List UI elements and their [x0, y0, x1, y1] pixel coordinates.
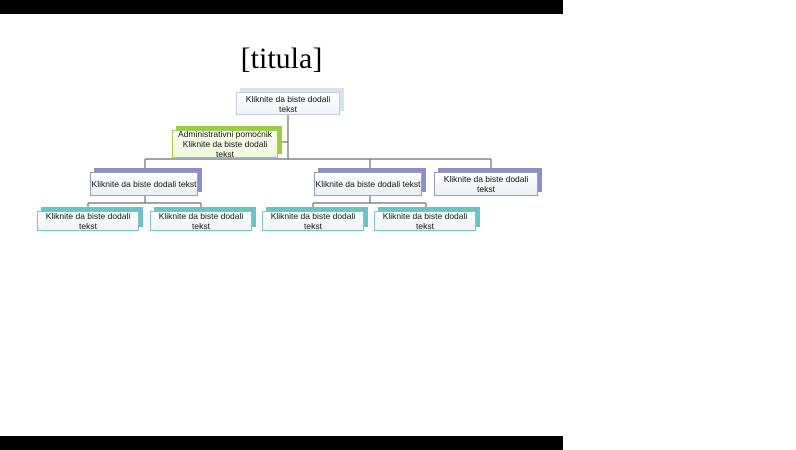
org-node-staff-4[interactable]: Kliknite da biste dodali tekst [374, 207, 480, 231]
bottom-letterbox-bar [0, 436, 563, 450]
org-node-label: Kliknite da biste dodali tekst [443, 174, 529, 194]
org-node-staff-2[interactable]: Kliknite da biste dodali tekst [150, 207, 256, 231]
org-node-label: Kliknite da biste dodali tekst [245, 93, 331, 114]
org-node-label: Kliknite da biste dodali tekst [45, 211, 131, 231]
org-node-staff-1[interactable]: Kliknite da biste dodali tekst [37, 207, 143, 231]
org-node-label: Kliknite da biste dodali tekst [158, 211, 244, 231]
org-node-label: Kliknite da biste dodali tekst [382, 211, 468, 231]
org-node-staff-3[interactable]: Kliknite da biste dodali tekst [262, 207, 368, 231]
org-node-label: Kliknite da biste dodali tekst [315, 179, 421, 189]
org-node-manager-1[interactable]: Kliknite da biste dodali tekst [90, 168, 202, 196]
top-letterbox-bar [0, 0, 563, 14]
org-node-manager-2[interactable]: Kliknite da biste dodali tekst [314, 168, 426, 196]
org-node-root[interactable]: Kliknite da biste dodali tekst [236, 88, 344, 115]
slide-title[interactable]: [titula] [240, 42, 323, 75]
org-node-manager-3[interactable]: Kliknite da biste dodali tekst [434, 168, 542, 196]
org-node-assistant[interactable]: Administrativni pomoćnik Kliknite da bis… [172, 126, 282, 159]
org-node-label: Kliknite da biste dodali tekst [270, 211, 356, 231]
assistant-role-label: Administrativni pomoćnik [177, 129, 272, 139]
org-node-label: Kliknite da biste dodali tekst [182, 139, 268, 159]
org-node-label: Kliknite da biste dodali tekst [91, 179, 197, 189]
